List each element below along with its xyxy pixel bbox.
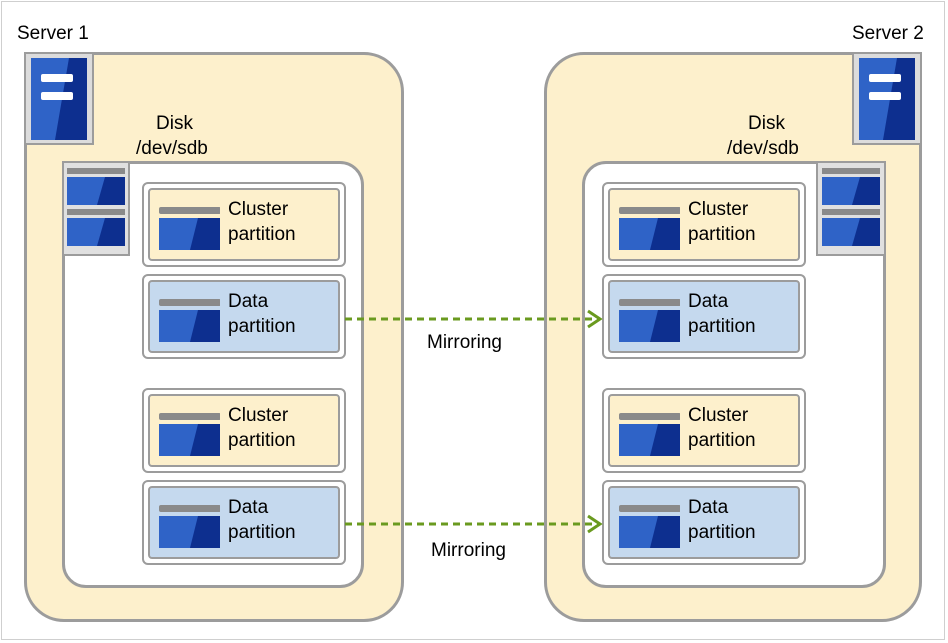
partition-icon <box>619 505 680 548</box>
partition-icon <box>619 299 680 342</box>
server-1-label: Server 1 <box>17 23 89 44</box>
arrow-right-icon <box>345 309 603 329</box>
arrow-right-icon <box>345 514 603 534</box>
server-2-disk-title: Disk <box>748 113 785 134</box>
server-2-label: Server 2 <box>852 23 924 44</box>
mirroring-label-2: Mirroring <box>431 540 506 561</box>
disk-icon <box>67 168 125 246</box>
partition-icon <box>619 207 680 250</box>
disk-icon <box>822 168 880 246</box>
server-icon <box>31 58 87 140</box>
partition-icon <box>159 505 220 548</box>
server-1-disk-device: /dev/sdb <box>136 138 208 159</box>
mirroring-label-1: Mirroring <box>427 332 502 353</box>
partition-icon <box>619 413 680 456</box>
server-2-disk-icon-tile <box>816 161 886 256</box>
partition-icon <box>159 299 220 342</box>
server-2-icon-tile <box>852 52 922 145</box>
server-1-disk-icon-tile <box>62 161 130 256</box>
server-icon <box>859 58 915 140</box>
partition-icon <box>159 207 220 250</box>
server-2-disk-device: /dev/sdb <box>727 138 799 159</box>
partition-icon <box>159 413 220 456</box>
server-1-icon-tile <box>24 52 94 145</box>
server-1-disk-title: Disk <box>156 113 193 134</box>
